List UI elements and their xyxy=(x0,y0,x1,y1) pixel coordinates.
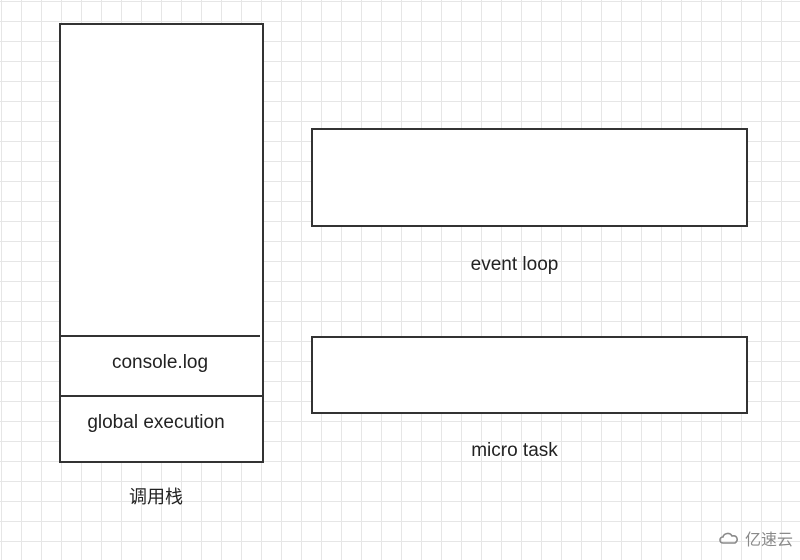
watermark: 亿速云 xyxy=(718,527,793,549)
micro-task-label: micro task xyxy=(471,440,558,461)
micro-task-box xyxy=(311,336,748,414)
stack-frame-console-log: console.log xyxy=(111,352,209,373)
event-loop-label: event loop xyxy=(470,254,559,275)
watermark-text: 亿速云 xyxy=(745,532,794,549)
cloud-logo-icon xyxy=(719,532,738,544)
call-stack-box xyxy=(59,23,264,463)
event-loop-box xyxy=(311,128,748,227)
call-stack-caption: 调用栈 xyxy=(129,487,183,507)
stack-divider-top xyxy=(60,335,260,337)
stack-frame-global-execution: global execution xyxy=(87,412,225,433)
stack-divider-middle xyxy=(60,395,263,397)
